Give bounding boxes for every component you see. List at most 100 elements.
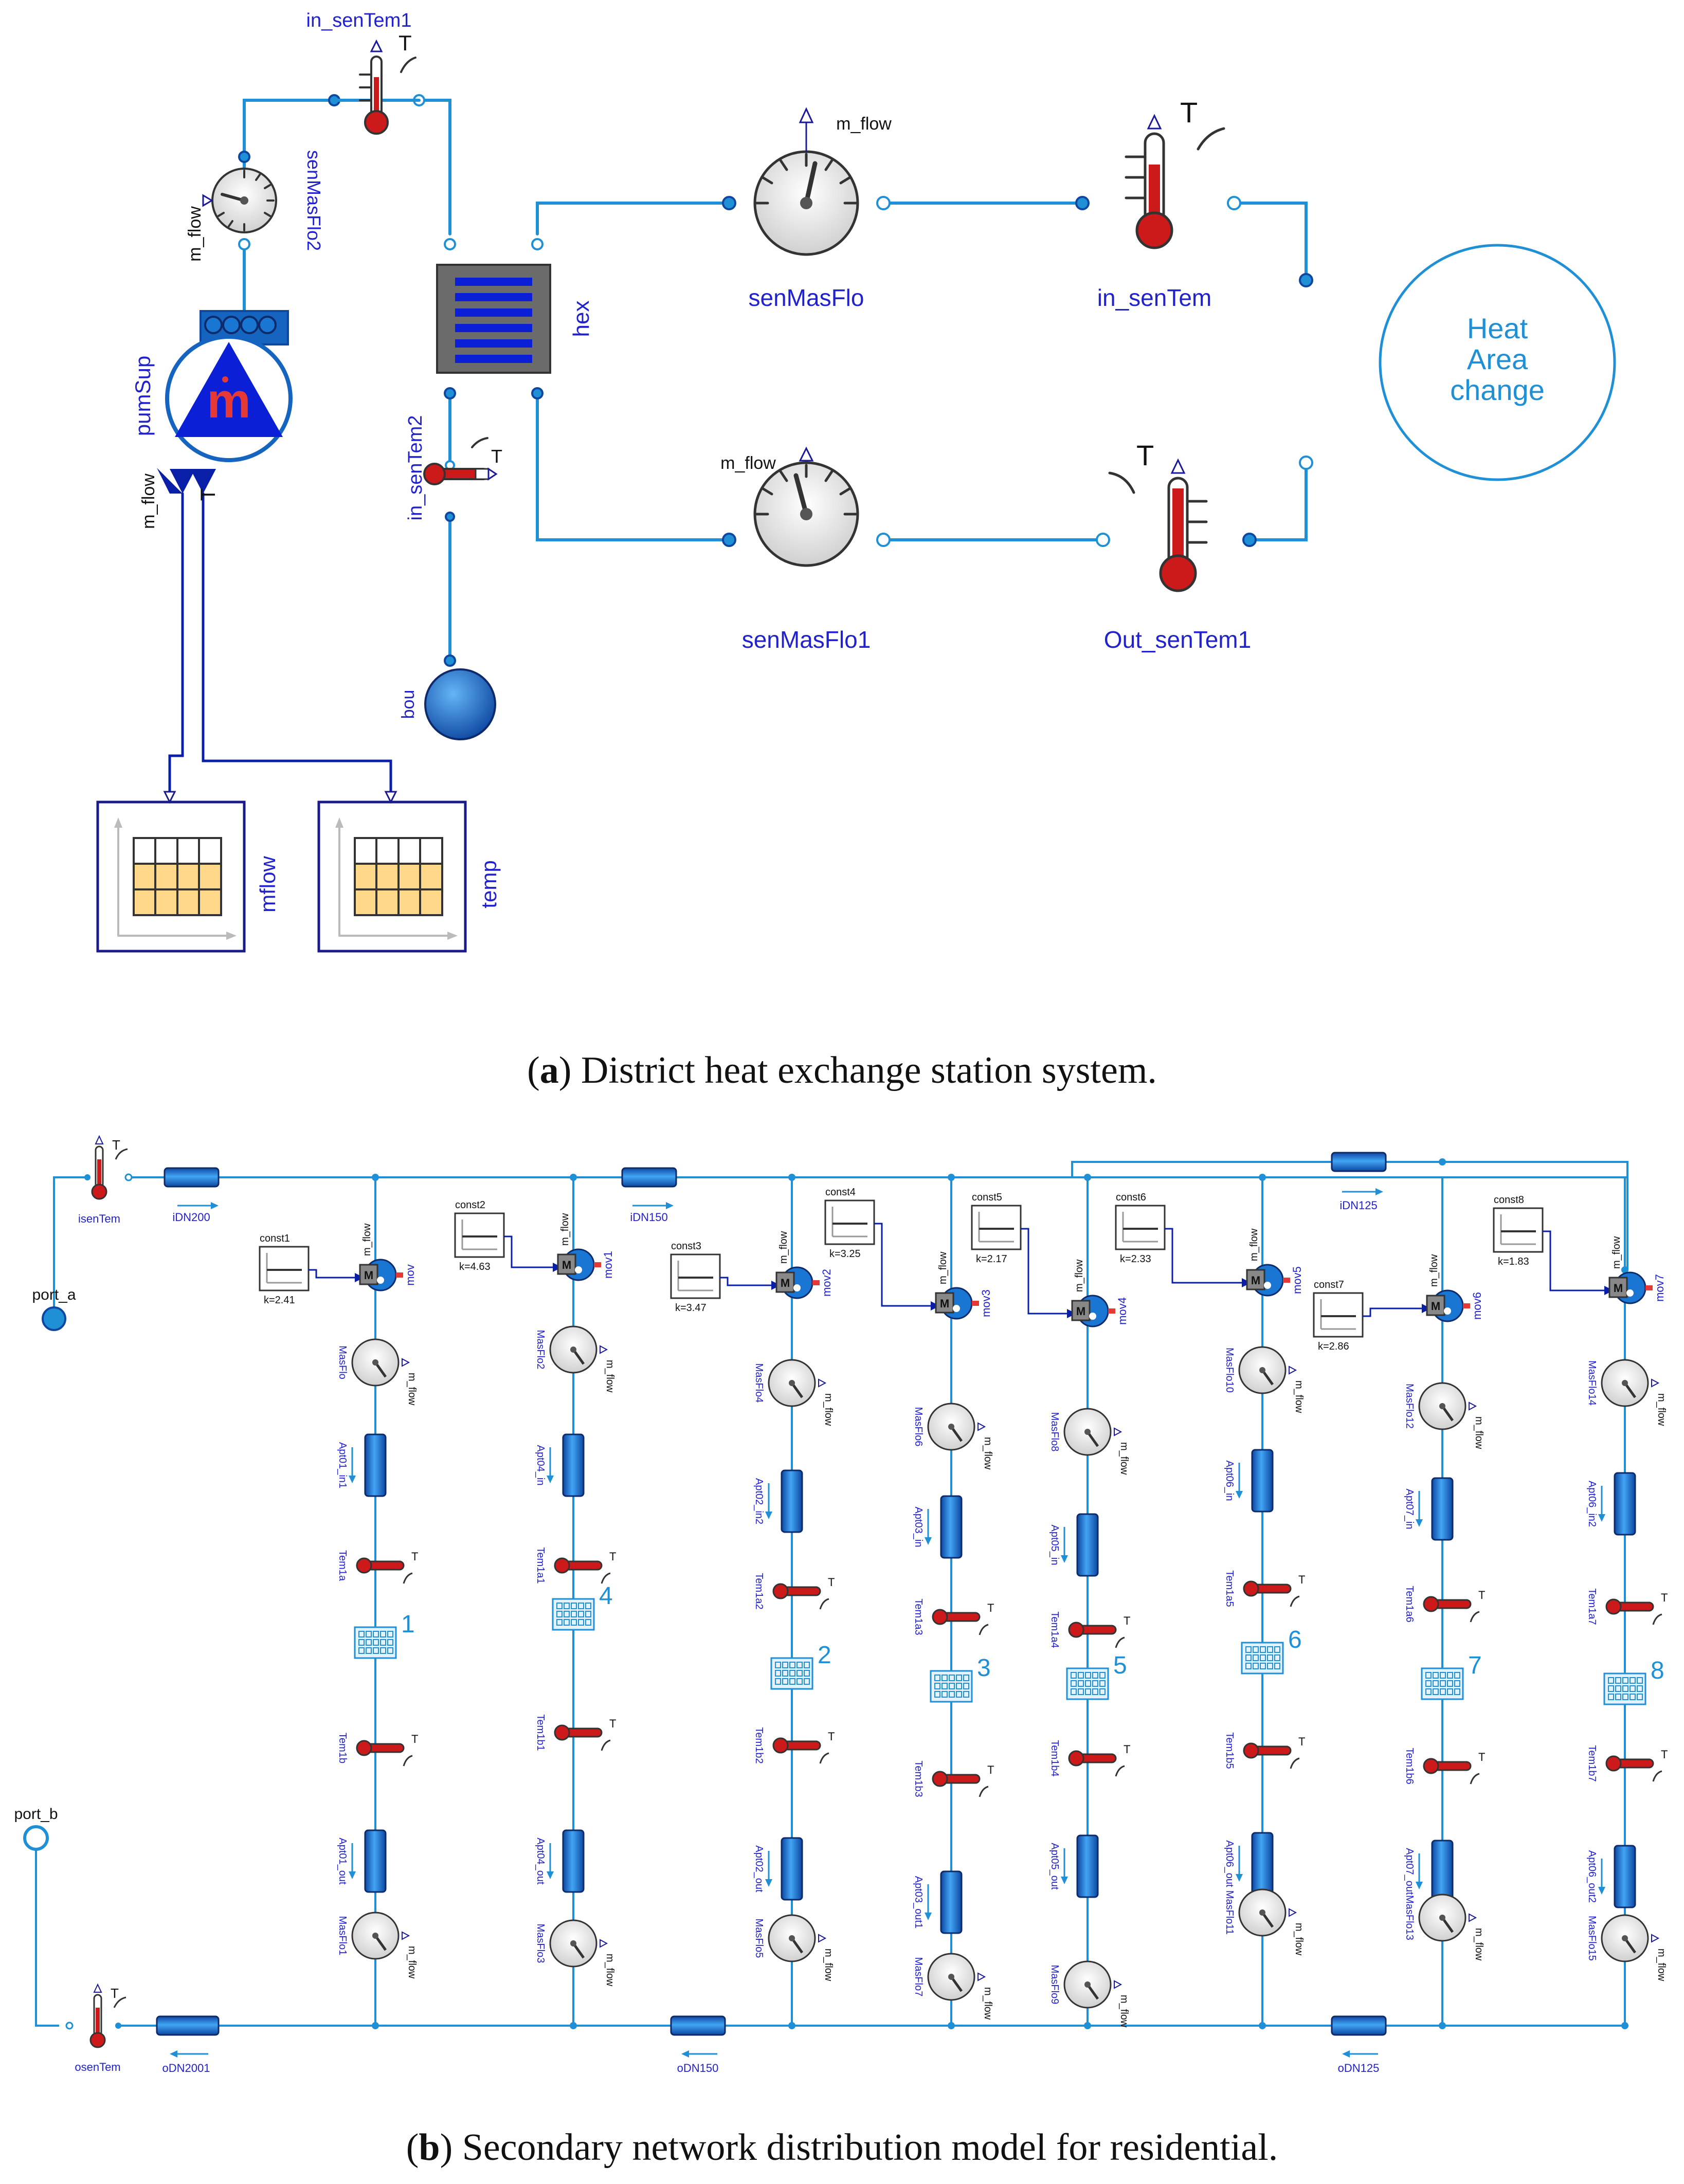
mf-in-m-flow: m_flow xyxy=(1118,1442,1130,1475)
apartment-supply-pipe: Apt02_in2 xyxy=(753,1469,803,1533)
apartment-supply-pipe: Apt01_in1 xyxy=(337,1433,387,1497)
valve-m: M xyxy=(1251,1274,1260,1287)
isenTem-T: T xyxy=(112,1137,120,1153)
const-k: k=2.86 xyxy=(1318,1341,1349,1352)
pipe-iDN200 xyxy=(164,1167,220,1209)
branch-junction xyxy=(948,2022,955,2029)
valve-m: M xyxy=(562,1259,571,1271)
mf-out-m-flow: m_flow xyxy=(1656,1949,1667,1981)
port-a-connector[interactable] xyxy=(42,1306,66,1331)
apartment-return-pipe: Apt01_out xyxy=(337,1829,387,1893)
temb-T: T xyxy=(1661,1748,1668,1761)
apartment-supply-pipe: Apt03_in xyxy=(913,1495,963,1559)
const-name: const1 xyxy=(260,1233,290,1244)
mass-flow-sensor-in: m_flow MasFlo12 xyxy=(1404,1382,1484,1449)
apartment-return-pipe: Apt06_out2 xyxy=(1586,1845,1636,1908)
valve-m: M xyxy=(364,1269,373,1282)
temb-T: T xyxy=(828,1730,835,1743)
in-senTem-label: in_senTem xyxy=(1097,284,1211,311)
valve-m: M xyxy=(1431,1300,1440,1313)
senMasFlo-gauge xyxy=(722,107,891,256)
const-k: k=3.47 xyxy=(675,1302,707,1314)
mf-in-m-flow: m_flow xyxy=(604,1360,615,1393)
const-block: const6 k=2.33 xyxy=(1115,1192,1251,1287)
port-b-label: port_b xyxy=(14,1806,58,1823)
out-senTem1-label: Out_senTem1 xyxy=(1104,626,1251,653)
const-k: k=4.63 xyxy=(459,1261,491,1272)
apartment-supply-pipe: Apt05_in xyxy=(1049,1513,1099,1577)
oDN150-label: oDN150 xyxy=(677,2062,719,2074)
mf-in-m-flow: m_flow xyxy=(1293,1380,1305,1413)
senMasFlo2-m-flow: m_flow xyxy=(185,206,205,262)
apartment-load: 8 xyxy=(1603,1657,1664,1705)
valve-label: mov5 xyxy=(1291,1266,1303,1294)
tema-T: T xyxy=(1661,1591,1668,1604)
temb-label: Tem1b xyxy=(337,1733,348,1763)
in-senTem1-sensor xyxy=(328,39,425,135)
signal-line xyxy=(1021,1228,1067,1315)
senMasFlo-label: senMasFlo xyxy=(749,284,864,311)
branch-junction xyxy=(372,2022,379,2029)
mf-out-label: MasFlo15 xyxy=(1586,1916,1598,1961)
in-senTem-T: T xyxy=(1180,96,1198,129)
figure-a-heat-exchange-station: in_senTem1 T senMasFlo2 m_flow xyxy=(96,10,1616,953)
apt-out-label: Apt05_out xyxy=(1049,1843,1060,1890)
tema-T: T xyxy=(1124,1614,1130,1627)
const-name: const6 xyxy=(1116,1192,1146,1203)
valve-m-flow: m_flow xyxy=(559,1213,571,1246)
apartment-load: 5 xyxy=(1066,1652,1127,1700)
heat-area-line2: Area xyxy=(1467,343,1528,375)
hex-label: hex xyxy=(569,301,594,337)
temb-label: Tem1b3 xyxy=(913,1760,924,1797)
branch-junction xyxy=(372,1174,379,1181)
apartment-number: 6 xyxy=(1288,1626,1302,1653)
signal-line xyxy=(309,1269,355,1279)
const-k: k=2.33 xyxy=(1120,1253,1151,1265)
mf-out-label: MasFlo7 xyxy=(913,1957,924,1997)
apartment-return-pipe: Apt03_out1 xyxy=(913,1870,963,1934)
heat-area-change-block[interactable]: Heat Area change xyxy=(1379,244,1616,481)
mf-in-m-flow: m_flow xyxy=(1473,1416,1484,1449)
mf-out-m-flow: m_flow xyxy=(1293,1923,1305,1956)
branch-junction xyxy=(1259,1174,1266,1181)
apt-in-label: Apt01_in1 xyxy=(337,1442,348,1488)
mf-in-m-flow: m_flow xyxy=(1656,1393,1667,1426)
mf-in-label: MasFlo12 xyxy=(1404,1384,1415,1429)
in-senTem1-label: in_senTem1 xyxy=(306,10,412,31)
signal-line xyxy=(1363,1307,1422,1317)
in-senTem1-T: T xyxy=(399,31,412,55)
apartment-number: 1 xyxy=(401,1611,415,1638)
mf-in-label: MasFlo4 xyxy=(753,1363,765,1403)
apartment-number: 4 xyxy=(599,1582,613,1610)
temp-table-block xyxy=(317,791,467,953)
port-b-connector[interactable] xyxy=(23,1825,49,1851)
tema-T: T xyxy=(411,1550,418,1563)
signal-line xyxy=(720,1277,771,1286)
const-k: k=2.41 xyxy=(264,1295,295,1306)
signal-line xyxy=(1543,1230,1604,1291)
tema-T: T xyxy=(609,1550,616,1563)
valve-label: mov3 xyxy=(980,1289,992,1317)
branch-1: const1k=2.41Mm_flowmovm_flowMasFloApt01_… xyxy=(259,1174,418,2029)
valve-label: mov1 xyxy=(602,1251,614,1279)
branch-junction xyxy=(570,2022,577,2029)
mf-in-m-flow: m_flow xyxy=(823,1393,834,1426)
mf-out-label: MasFlo9 xyxy=(1049,1965,1060,2005)
